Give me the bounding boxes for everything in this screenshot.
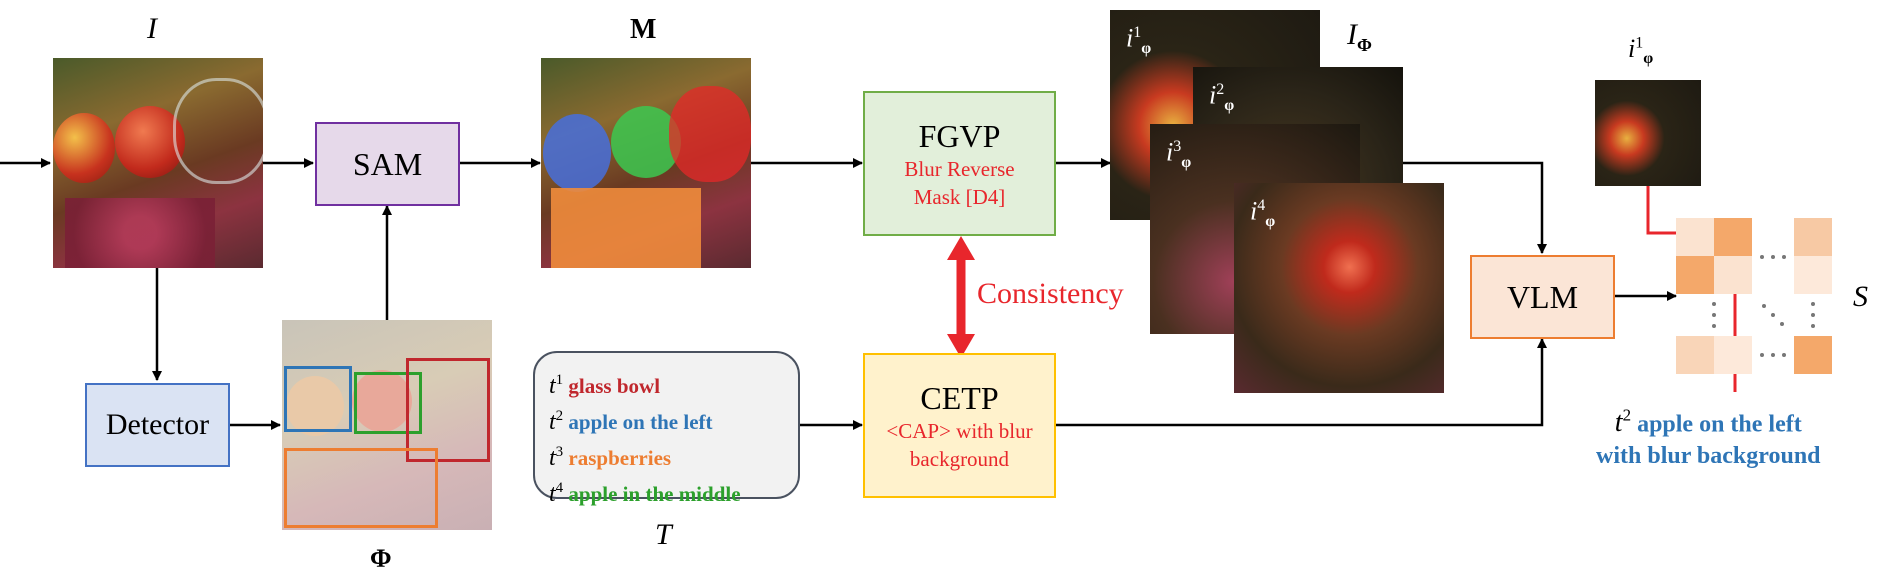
cell-2-1 — [1676, 256, 1714, 294]
cell-2-4 — [1794, 256, 1832, 294]
cell-4-2 — [1714, 336, 1752, 374]
visual-set-label: IΦ — [1347, 18, 1372, 55]
fgvp-title: FGVP — [918, 117, 1001, 154]
cell-1-4 — [1794, 218, 1832, 256]
text-set-label: T — [655, 518, 672, 551]
sam-block: SAM — [315, 122, 460, 206]
boxes-label: Φ — [370, 544, 392, 573]
cell-4-4 — [1794, 336, 1832, 374]
query-label: i1φ — [1628, 34, 1654, 68]
input-image-label: I — [147, 12, 157, 45]
consistency-label: Consistency — [977, 277, 1124, 310]
vlm-title: VLM — [1506, 279, 1579, 315]
mask-label: M — [630, 14, 657, 45]
cell-1-1 — [1676, 218, 1714, 256]
text-item-4: t4 apple in the middle — [549, 480, 741, 507]
cell-4-1 — [1676, 336, 1714, 374]
sam-title: SAM — [352, 146, 423, 182]
fgvp-line2: Mask [D4] — [913, 184, 1006, 209]
fgvp-line1: Blur Reverse — [904, 156, 1015, 181]
text-item-3: t3 raspberries — [549, 444, 672, 471]
cetp-block: CETP <CAP> with blur background — [863, 353, 1056, 498]
text-item-2: t2 apple on the left — [549, 408, 713, 435]
fgvp-block: FGVP Blur Reverse Mask [D4] — [863, 91, 1056, 236]
cetp-to-vlm-arrow — [1056, 338, 1547, 427]
selected-text: t2 apple on the left with blur backgroun… — [1596, 406, 1821, 470]
detector-block: Detector — [85, 383, 230, 467]
mask-image — [541, 58, 751, 268]
vlm-block: VLM — [1470, 255, 1615, 339]
matrix-dots — [1712, 255, 1815, 357]
crops-to-vlm-arrow — [1402, 161, 1547, 254]
text-item-1: t1 glass bowl — [549, 372, 661, 399]
cell-1-2 — [1714, 218, 1752, 256]
query-crop-image — [1595, 80, 1701, 186]
consistency-arrow-down — [947, 334, 975, 358]
detector-title: Detector — [105, 408, 210, 441]
output-label: S — [1853, 280, 1868, 313]
consistency-arrow-up — [947, 236, 975, 260]
cetp-line1: <CAP> with blur — [886, 418, 1033, 443]
crop-image-4: i4φ — [1234, 183, 1444, 393]
cetp-title: CETP — [920, 379, 999, 416]
cetp-line2: background — [909, 446, 1010, 471]
similarity-matrix — [1676, 218, 1832, 374]
text-prompt-list: t1 glass bowl t2 apple on the left t3 ra… — [533, 351, 800, 507]
cell-2-2 — [1714, 256, 1752, 294]
input-image — [53, 58, 263, 268]
boxes-image — [282, 320, 492, 530]
